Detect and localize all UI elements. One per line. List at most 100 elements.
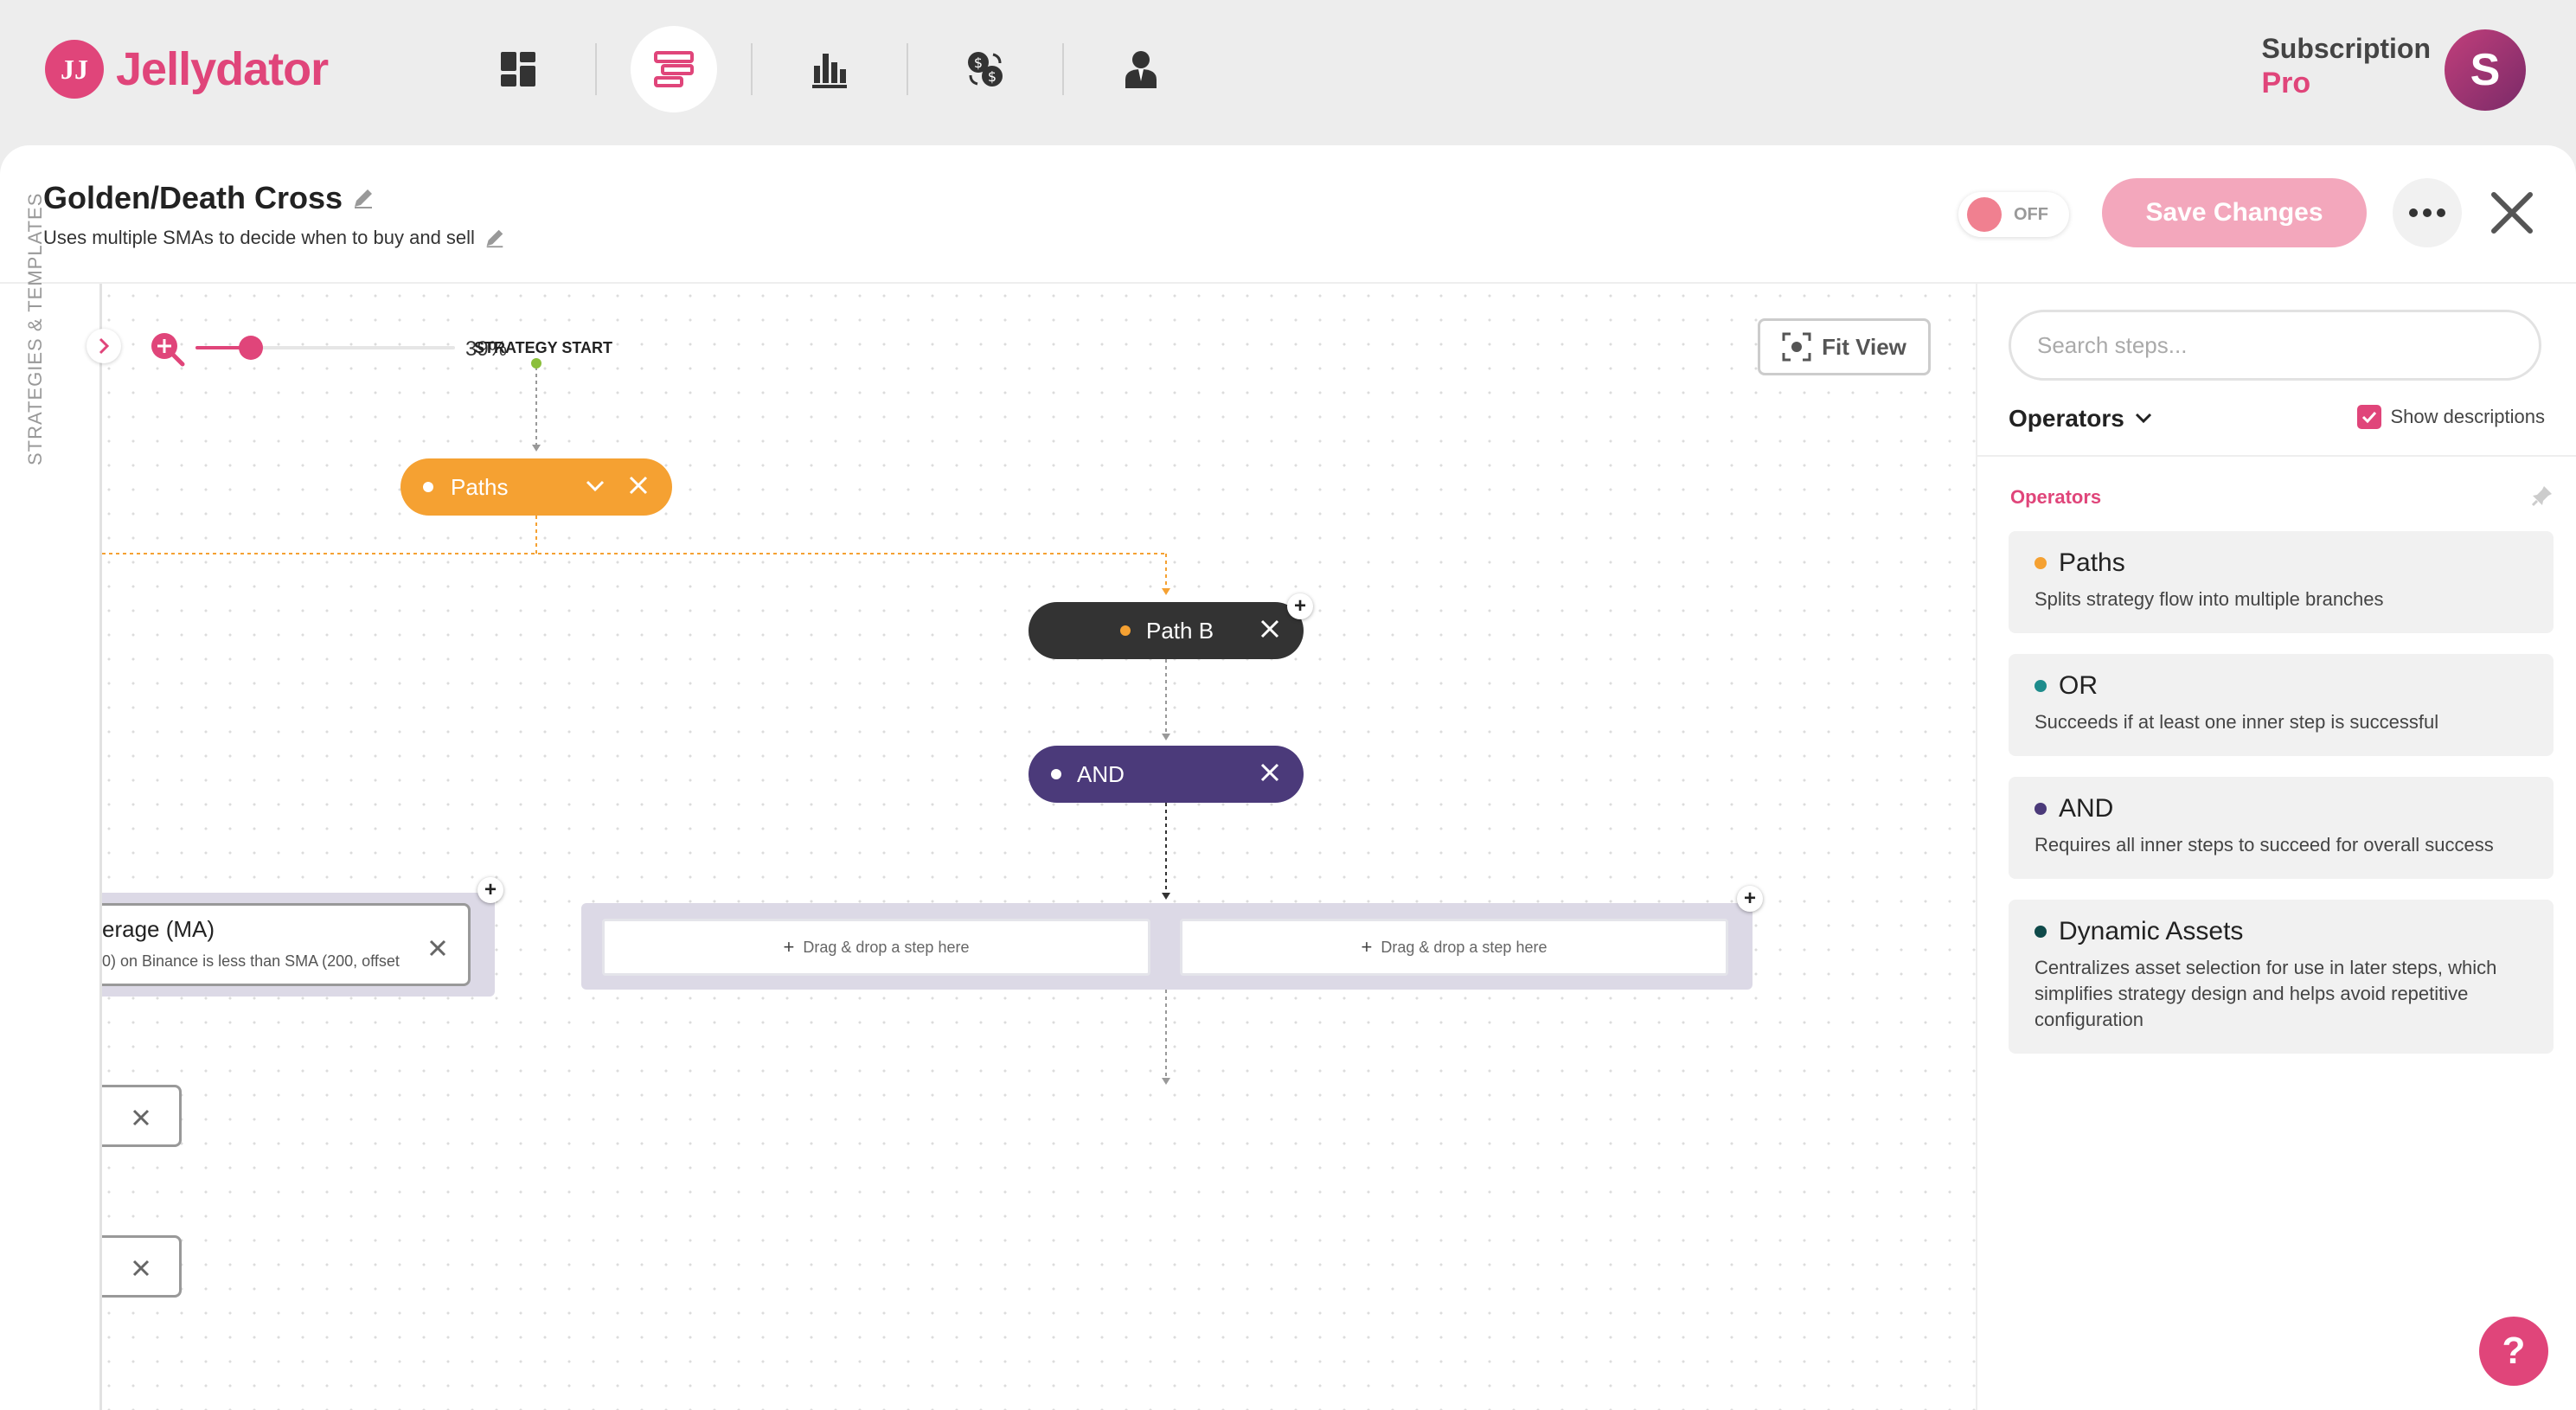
top-bar: JJ Jellydator $$ Subscription Pro S — [0, 0, 2576, 145]
search-steps-input[interactable] — [2009, 310, 2541, 381]
steps-panel: Operators Show descriptions Operators Pa… — [1976, 284, 2576, 1410]
strategy-title: Golden/Death Cross — [43, 180, 375, 216]
operator-description: Requires all inner steps to succeed for … — [2035, 834, 2494, 856]
step-node[interactable] — [102, 1235, 182, 1298]
and-node-label: AND — [1077, 760, 1125, 787]
dashboard-icon — [501, 52, 535, 87]
expand-sidebar-button[interactable] — [87, 329, 121, 363]
plus-icon: + — [783, 936, 795, 958]
edit-description-icon[interactable] — [484, 227, 506, 249]
operator-card-or[interactable]: OR Succeeds if at least one inner step i… — [2009, 654, 2554, 756]
ma-step-node[interactable]: erage (MA) 0) on Binance is less than SM… — [102, 903, 471, 986]
ma-step-title: erage (MA) — [102, 916, 215, 942]
zoom-slider[interactable] — [195, 336, 455, 360]
plus-icon: + — [1361, 936, 1373, 958]
operator-description: Centralizes asset selection for use in l… — [2035, 957, 2497, 1030]
chevron-right-icon — [99, 337, 110, 355]
subscription-label: Subscription — [2261, 33, 2431, 64]
section-title: Operators — [2010, 486, 2102, 508]
strategies-icon — [654, 51, 694, 87]
operator-dot — [2035, 557, 2047, 569]
drop-zone[interactable]: + Drag & drop a step here — [602, 919, 1150, 976]
zoom-slider-thumb[interactable] — [239, 336, 264, 360]
fit-view-label: Fit View — [1822, 333, 1906, 360]
operator-dot — [2035, 680, 2047, 692]
pin-icon[interactable] — [2531, 484, 2554, 507]
checkmark-icon — [2362, 411, 2377, 423]
fit-view-icon — [1782, 332, 1811, 362]
category-dropdown[interactable]: Operators — [2009, 405, 2152, 433]
subscription-plan: Pro — [2261, 67, 2311, 99]
more-icon — [2409, 208, 2445, 217]
nav-backtests[interactable] — [786, 26, 873, 112]
strategy-description: Uses multiple SMAs to decide when to buy… — [43, 227, 506, 249]
exchange-coins-icon: $$ — [968, 52, 1003, 87]
and-inner-steps-container: + Drag & drop a step here + Drag & drop … — [581, 903, 1753, 990]
remove-step-icon[interactable] — [428, 939, 447, 958]
operator-title: Dynamic Assets — [2059, 917, 2244, 945]
operator-title: AND — [2059, 794, 2114, 823]
operator-card-and[interactable]: AND Requires all inner steps to succeed … — [2009, 777, 2554, 879]
edit-title-icon[interactable] — [351, 186, 375, 210]
logo-mark: JJ — [45, 40, 104, 99]
operator-dot — [2035, 926, 2047, 938]
svg-text:$: $ — [974, 54, 983, 71]
app-logo[interactable]: JJ Jellydator — [45, 40, 329, 99]
operator-title: OR — [2059, 671, 2098, 700]
subscription-info[interactable]: Subscription Pro — [2261, 33, 2431, 100]
drop-zone-label: Drag & drop a step here — [1381, 938, 1548, 956]
drop-zone[interactable]: + Drag & drop a step here — [1180, 919, 1728, 976]
paths-node[interactable]: Paths — [400, 458, 672, 516]
remove-node-icon[interactable] — [627, 474, 650, 497]
and-node[interactable]: AND — [1028, 746, 1304, 803]
more-options-button[interactable] — [2393, 178, 2462, 247]
strategy-editor: Golden/Death Cross Uses multiple SMAs to… — [0, 145, 2576, 1410]
strategy-description-text: Uses multiple SMAs to decide when to buy… — [43, 227, 475, 248]
operator-card-dynamic-assets[interactable]: Dynamic Assets Centralizes asset selecti… — [2009, 900, 2554, 1054]
strategy-canvas[interactable]: STRATEGIES & TEMPLATES 39% STRATEGY STAR… — [0, 193, 1976, 1410]
strategy-active-toggle[interactable]: OFF — [1958, 192, 2069, 237]
remove-step-icon[interactable] — [131, 1108, 151, 1127]
chevron-down-icon[interactable] — [586, 479, 605, 493]
nav-account[interactable] — [1098, 26, 1184, 112]
app-name: Jellydator — [116, 43, 329, 95]
fit-view-button[interactable]: Fit View — [1758, 318, 1931, 375]
remove-node-icon[interactable] — [1259, 761, 1281, 784]
operator-dot — [2035, 803, 2047, 815]
zoom-control: 39% — [149, 330, 507, 367]
add-step-button[interactable]: + — [477, 877, 503, 903]
close-editor-button[interactable] — [2486, 187, 2538, 239]
ma-step-detail: 0) on Binance is less than SMA (200, off… — [102, 952, 400, 970]
bar-chart-icon — [812, 54, 847, 88]
user-avatar[interactable]: S — [2445, 29, 2526, 111]
show-descriptions-option[interactable]: Show descriptions — [2357, 405, 2545, 429]
divider — [1977, 455, 2576, 457]
path-a-container: erage (MA) 0) on Binance is less than SM… — [102, 893, 495, 997]
templates-sidebar[interactable]: STRATEGIES & TEMPLATES — [0, 193, 102, 1410]
show-descriptions-checkbox[interactable] — [2357, 405, 2382, 429]
zoom-in-icon[interactable] — [149, 330, 185, 367]
nav-strategies[interactable] — [631, 26, 717, 112]
add-inner-step-button[interactable]: + — [1737, 886, 1763, 912]
nav-divider — [907, 43, 908, 95]
path-b-node[interactable]: Path B — [1028, 602, 1304, 659]
drop-zone-label: Drag & drop a step here — [803, 938, 970, 956]
step-node[interactable] — [102, 1085, 182, 1147]
toggle-knob — [1967, 197, 2002, 232]
operator-title: Paths — [2059, 548, 2125, 577]
operator-description: Splits strategy flow into multiple branc… — [2035, 588, 2384, 610]
nav-dashboard[interactable] — [475, 26, 561, 112]
operator-card-paths[interactable]: Paths Splits strategy flow into multiple… — [2009, 531, 2554, 633]
add-path-button[interactable]: + — [1287, 593, 1313, 619]
remove-step-icon[interactable] — [131, 1259, 151, 1278]
path-b-node-label: Path B — [1146, 617, 1214, 644]
main-nav: $$ — [441, 26, 1218, 112]
flow-connectors — [102, 358, 1170, 1085]
strategy-start-label: STRATEGY START — [474, 339, 613, 356]
help-button[interactable]: ? — [2479, 1317, 2548, 1386]
nav-divider — [595, 43, 597, 95]
save-changes-button[interactable]: Save Changes — [2102, 178, 2367, 247]
nav-exchanges[interactable]: $$ — [942, 26, 1028, 112]
remove-node-icon[interactable] — [1259, 618, 1281, 640]
nav-divider — [1062, 43, 1064, 95]
